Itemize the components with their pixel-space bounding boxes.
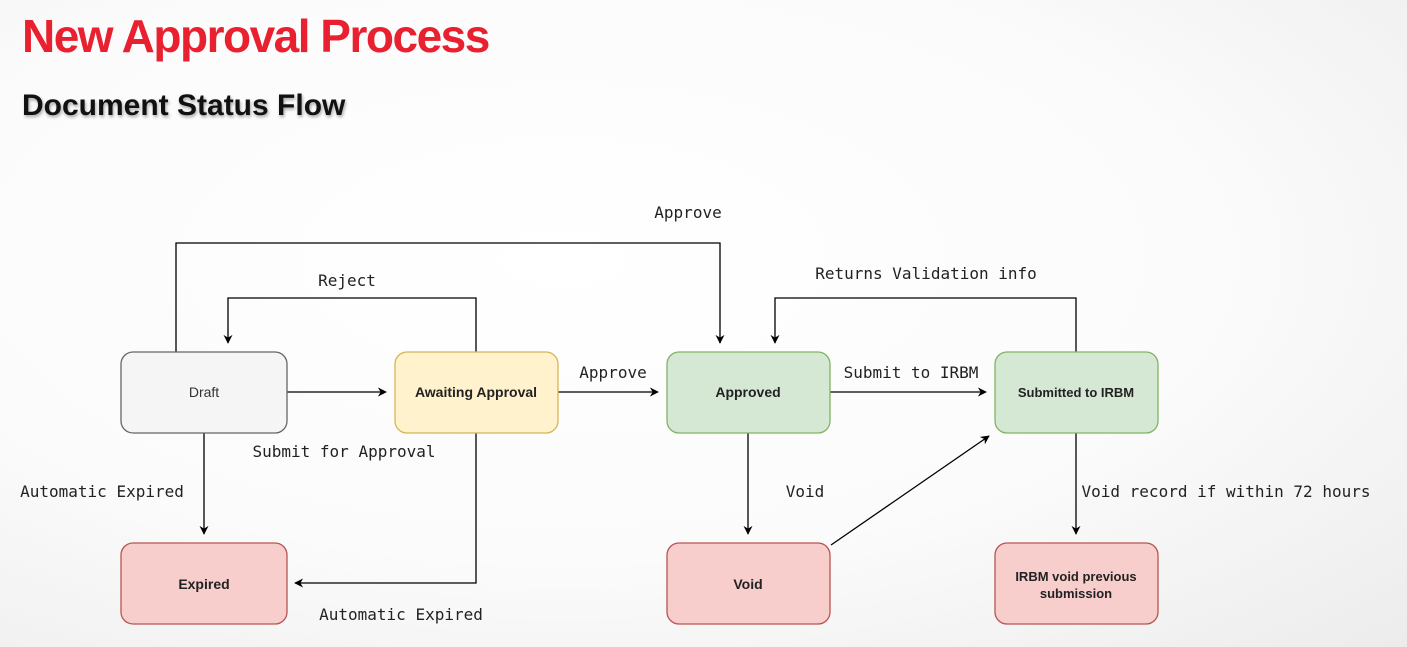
edge-draft-to-approved [175,242,725,352]
edge-label-returns-validation: Returns Validation info [815,264,1037,283]
edge-void-to-submitted [830,435,990,546]
edge-awaiting-to-expired [294,433,477,588]
node-void-label: Void [733,576,762,592]
node-irbm-void-previous-submission: IRBM void previous submission [994,542,1159,625]
edge-label-automatic-expired-bottom: Automatic Expired [319,605,483,624]
edge-label-void-record: Void record if within 72 hours [1082,482,1371,501]
node-approved-label: Approved [715,384,780,400]
edge-label-approve-top: Approve [654,203,721,222]
node-submitted-to-irbm-label: Submitted to IRBM [1018,385,1134,400]
node-void: Void [666,542,831,625]
edge-label-automatic-expired-left: Automatic Expired [20,482,184,501]
node-submitted-to-irbm: Submitted to IRBM [994,351,1159,434]
page-subtitle: Document Status Flow [22,89,346,122]
edge-label-approve: Approve [579,363,646,382]
edge-label-void: Void [786,482,825,501]
node-expired-label: Expired [178,576,229,592]
node-draft: Draft [120,351,288,434]
page-title: New Approval Process [22,10,490,62]
node-approved: Approved [666,351,831,434]
edge-submitted-to-approved [770,297,1077,352]
node-awaiting-approval-label: Awaiting Approval [415,384,537,400]
edge-awaiting-to-draft-reject [223,297,477,352]
edge-label-submit-to-irbm: Submit to IRBM [844,363,979,382]
edge-label-submit-for-approval: Submit for Approval [252,442,435,461]
node-expired: Expired [120,542,288,625]
node-irbm-void-label-line1: IRBM void previous [1015,569,1136,584]
node-awaiting-approval: Awaiting Approval [394,351,559,434]
edge-label-reject: Reject [318,271,376,290]
node-draft-label: Draft [189,384,219,400]
node-irbm-void-label-line2: submission [1040,586,1112,601]
